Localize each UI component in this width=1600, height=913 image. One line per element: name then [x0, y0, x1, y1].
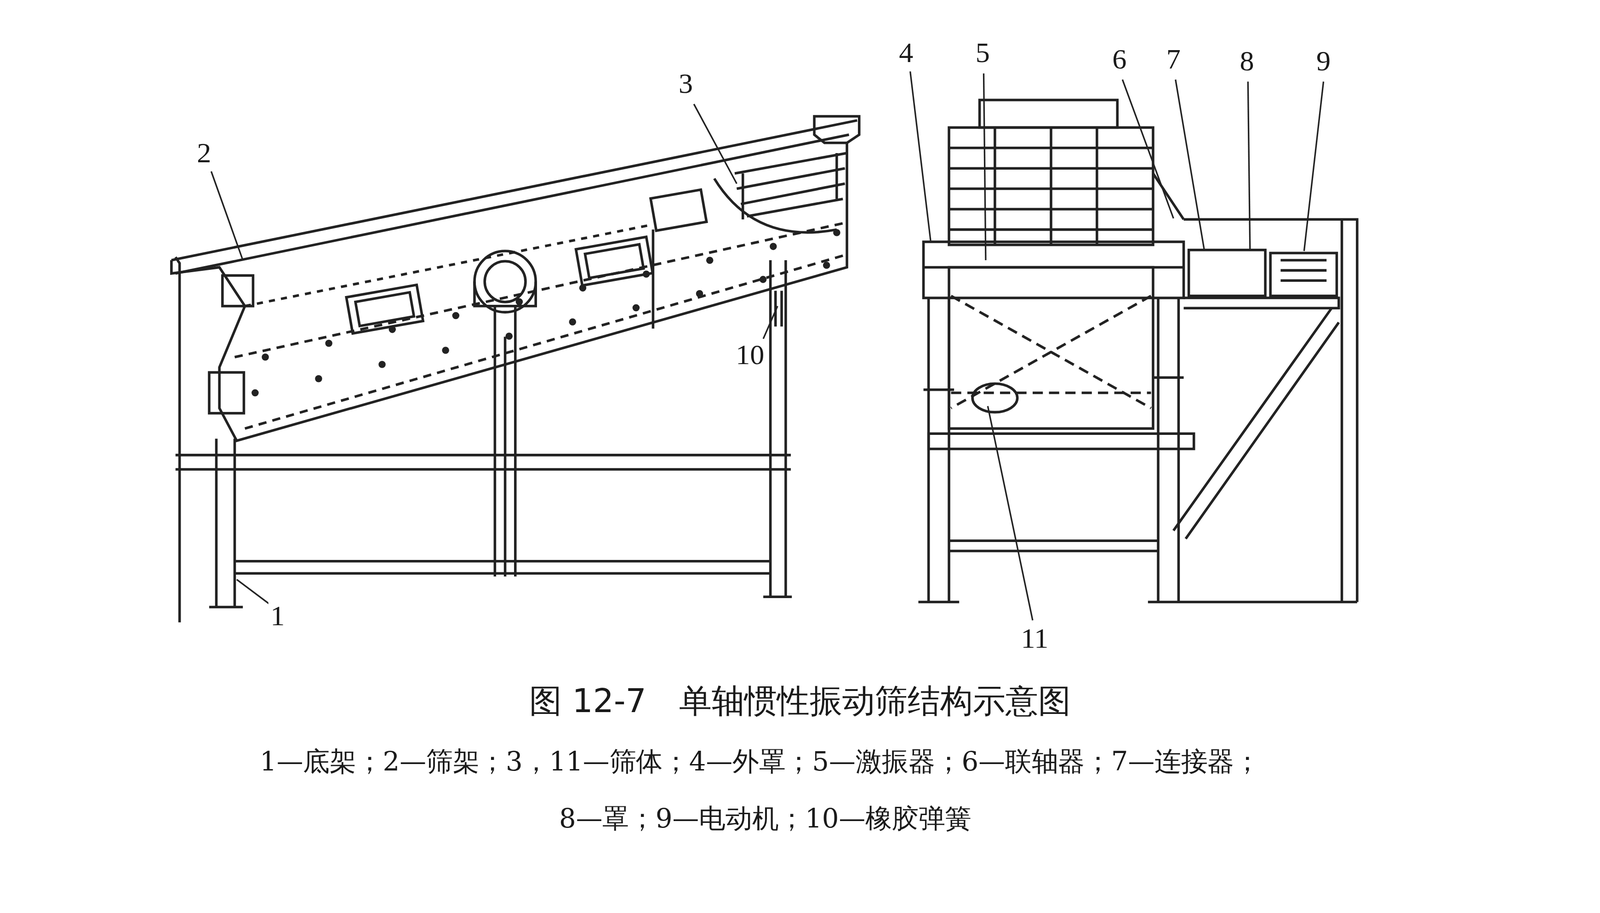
- side-view: [171, 103, 860, 623]
- callout-number: 11: [1018, 622, 1051, 655]
- bolt-dot: [642, 270, 651, 279]
- bolt-dot: [452, 312, 460, 320]
- bolt-dot: [833, 228, 841, 237]
- callout-number: 3: [676, 68, 695, 100]
- bolt-dot: [378, 360, 386, 369]
- legend-note: 8—罩；9—电动机；10—橡胶弹簧: [557, 803, 974, 833]
- callout-number: 8: [1237, 45, 1257, 77]
- figure-caption: 图 12-7 单轴惯性振动筛结构示意图: [527, 684, 1074, 720]
- callout-number: 10: [733, 339, 767, 371]
- bolt-dot: [759, 275, 767, 284]
- bolt-dot: [251, 389, 259, 397]
- callout-number: 7: [1164, 43, 1183, 75]
- bolt-dot: [569, 318, 577, 326]
- callout-number: 5: [973, 37, 992, 69]
- bolt-dot: [579, 284, 587, 292]
- bolt-dot: [314, 375, 323, 383]
- bolt-dot: [325, 339, 333, 348]
- callout-number: 9: [1314, 45, 1333, 77]
- bolt-dot: [696, 290, 704, 298]
- end-view: [910, 71, 1358, 621]
- bolt-dot: [822, 261, 831, 269]
- bolt-dot: [515, 298, 524, 306]
- callout-number: 1: [268, 600, 287, 632]
- bolt-dot: [632, 304, 640, 312]
- bolt-dots: [251, 228, 841, 397]
- bolt-dot: [388, 325, 396, 334]
- callout-number: 4: [897, 37, 916, 69]
- bolt-dot: [706, 256, 714, 264]
- bolt-dot: [261, 353, 269, 361]
- bolt-dot: [441, 346, 450, 355]
- callout-number: 2: [194, 137, 214, 169]
- bolt-dot: [769, 242, 778, 251]
- legend-note: 1—底架；2—筛架；3，11—筛体；4—外罩；5—激振器；6—联轴器；7—连接器…: [257, 746, 1263, 776]
- bolt-dot: [505, 332, 513, 340]
- callout-number: 6: [1110, 43, 1129, 75]
